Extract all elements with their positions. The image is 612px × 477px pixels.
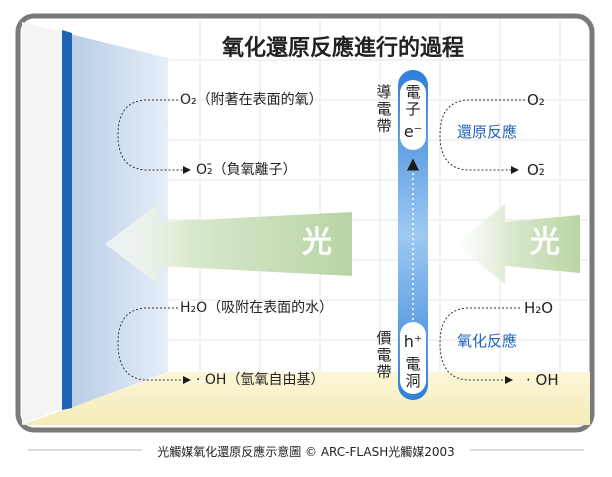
left-top-flow [117,99,191,174]
label-o2-anion: O₂̄（負氧離子） [196,162,297,178]
label-conduction-band: 導電帶 [376,83,392,135]
right-bottom-flow [439,307,520,384]
label-valence-band: 價電帶 [376,329,392,381]
electron-symbol: e⁻ [403,122,423,141]
panel-edge [62,30,72,410]
label-hole: 電洞 [405,355,421,390]
light-arrow-left [105,204,352,284]
electron-cap [400,80,426,150]
label-electron: 電子 [405,83,421,118]
label-o2-adsorbed: O₂（附著在表面的氧） [180,92,323,108]
label-oh-radical: · OH（氫氧自由基） [196,372,325,388]
label-right-o2-anion: O₂̄ [527,161,545,179]
light-arrow-right [455,204,580,284]
hole-symbol: h⁺ [403,332,423,351]
left-bottom-flow [117,307,191,384]
label-h2o-adsorbed: H₂O（吸附在表面的水） [180,300,334,316]
diagram-title: 氧化還原反應進行的過程 [222,36,465,61]
right-top-flow [439,99,525,174]
light-label-left: 光 [302,225,332,260]
hole-cap [400,322,426,394]
left-wall [22,22,62,425]
label-right-o2: O₂ [527,91,545,109]
label-right-h2o: H₂O [524,299,554,317]
label-oxidation: 氧化反應 [457,332,518,350]
label-right-oh: · OH [526,371,559,389]
photocatalyst-panel [70,34,168,408]
light-label-right: 光 [530,225,560,260]
label-reduction: 還原反應 [457,123,518,141]
figure-caption: 光觸媒氧化還原反應示意圖 © ARC-FLASH光觸媒2003 [157,445,455,459]
floor [22,372,590,425]
